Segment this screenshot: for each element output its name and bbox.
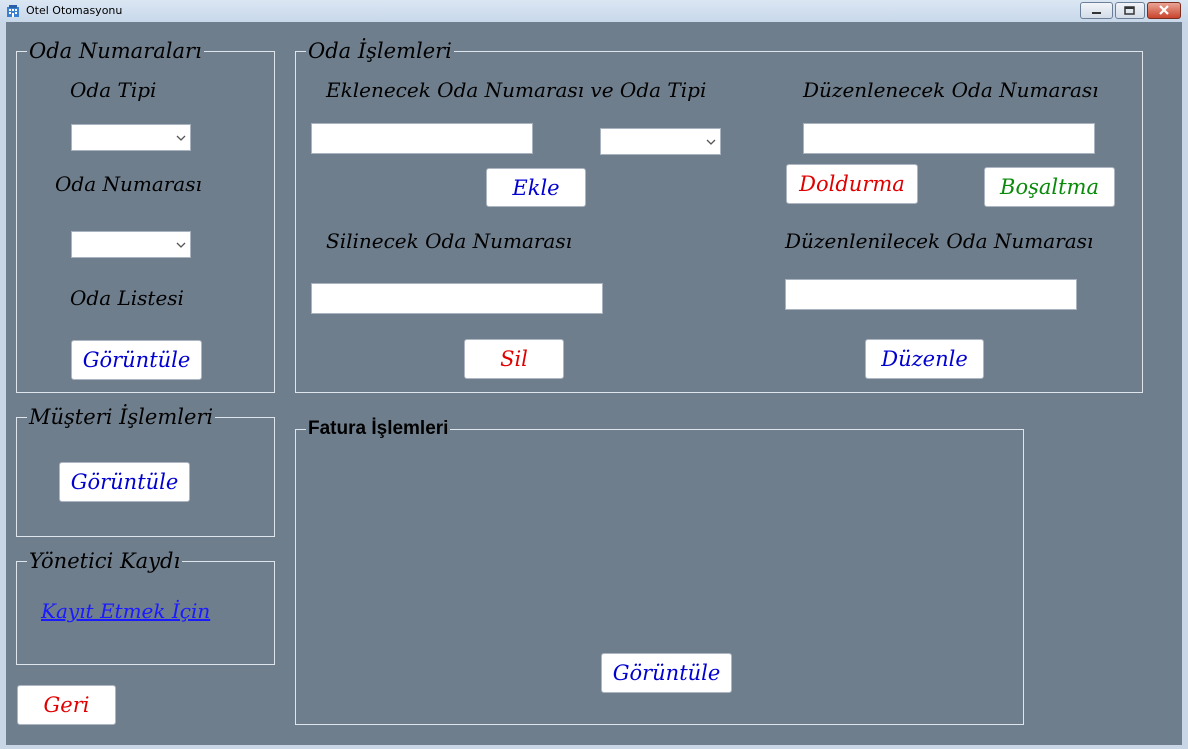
- yonetici-kaydi-legend: Yönetici Kaydı: [27, 549, 183, 573]
- chevron-down-icon: [176, 242, 186, 248]
- fatura-islemleri-legend: Fatura İşlemleri: [306, 417, 451, 441]
- title-bar: Otel Otomasyonu: [0, 0, 1188, 22]
- ekle-button[interactable]: Ekle: [486, 168, 586, 207]
- minimize-icon: [1092, 12, 1101, 14]
- kayit-etmek-icin-link[interactable]: Kayıt Etmek İçin: [41, 599, 211, 623]
- oda-numaralari-legend: Oda Numaraları: [27, 39, 204, 63]
- silinecek-label: Silinecek Oda Numarası: [326, 229, 573, 253]
- sil-button[interactable]: Sil: [464, 339, 564, 379]
- oda-numarasi-combo[interactable]: [71, 231, 191, 258]
- oda-islemleri-group: Oda İşlemleri Eklenecek Oda Numarası ve …: [295, 39, 1143, 393]
- geri-button[interactable]: Geri: [17, 685, 116, 725]
- oda-numarasi-label: Oda Numarası: [55, 172, 202, 196]
- chevron-down-icon: [706, 139, 716, 145]
- yonetici-kaydi-group: Yönetici Kaydı Kayıt Etmek İçin: [16, 549, 275, 665]
- fatura-islemleri-group: Fatura İşlemleri Görüntüle: [295, 417, 1024, 725]
- oda-listesi-goruntule-button[interactable]: Görüntüle: [71, 340, 202, 380]
- musteri-islemleri-legend: Müşteri İşlemleri: [27, 405, 216, 429]
- doldurma-button[interactable]: Doldurma: [786, 164, 918, 204]
- eklenecek-label: Eklenecek Oda Numarası ve Oda Tipi: [326, 78, 707, 102]
- eklenecek-oda-numarasi-input[interactable]: [311, 123, 533, 154]
- oda-listesi-label: Oda Listesi: [70, 286, 184, 310]
- close-button[interactable]: [1147, 2, 1181, 19]
- window-title: Otel Otomasyonu: [26, 4, 123, 17]
- eklenecek-oda-tipi-combo[interactable]: [600, 128, 721, 155]
- duzenlenecek-label: Düzenlenecek Oda Numarası: [803, 78, 1099, 102]
- oda-tipi-label: Oda Tipi: [70, 78, 157, 102]
- musteri-goruntule-button[interactable]: Görüntüle: [59, 462, 190, 502]
- oda-tipi-combo[interactable]: [71, 124, 191, 151]
- musteri-islemleri-group: Müşteri İşlemleri Görüntüle: [16, 405, 275, 537]
- duzenlenilecek-oda-numarasi-input[interactable]: [785, 279, 1077, 310]
- duzenle-button[interactable]: Düzenle: [865, 339, 984, 379]
- duzenlenilecek-label: Düzenlenilecek Oda Numarası: [785, 229, 1094, 253]
- maximize-button[interactable]: [1115, 2, 1145, 19]
- hotel-app-icon: [7, 5, 19, 17]
- chevron-down-icon: [176, 135, 186, 141]
- client-area: Oda Numaraları Oda Tipi Oda Numarası Oda…: [6, 22, 1182, 745]
- silinecek-oda-numarasi-input[interactable]: [311, 283, 603, 314]
- minimize-button[interactable]: [1080, 2, 1113, 19]
- duzenlenecek-oda-numarasi-input[interactable]: [803, 123, 1095, 154]
- oda-numaralari-group: Oda Numaraları Oda Tipi Oda Numarası Oda…: [16, 39, 275, 393]
- close-icon: [1159, 5, 1169, 15]
- fatura-goruntule-button[interactable]: Görüntüle: [601, 653, 732, 693]
- restore-icon: [1124, 6, 1135, 15]
- bosaltma-button[interactable]: Boşaltma: [984, 167, 1115, 207]
- oda-islemleri-legend: Oda İşlemleri: [306, 39, 454, 63]
